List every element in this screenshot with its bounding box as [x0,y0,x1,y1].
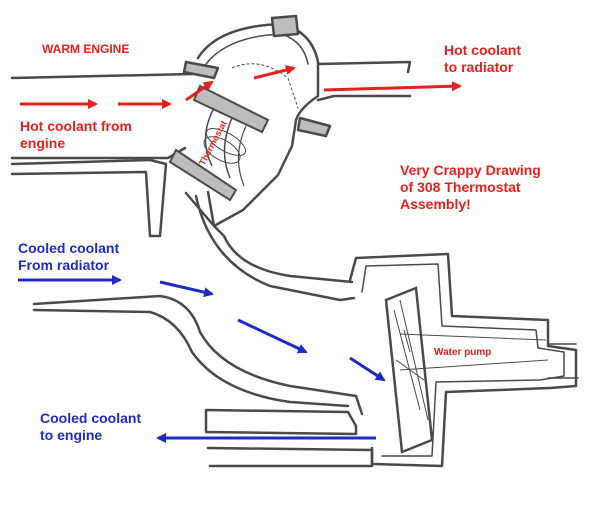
thermostat-housing [184,22,320,228]
hot-arrow-5 [323,81,462,92]
warm-engine-label: WARM ENGINE [42,42,130,56]
hot-to-radiator-line-1: Hot coolant [444,42,521,58]
cooled-to-engine-label: Cooled coolant to engine [40,410,141,444]
lower-pipe-stub [10,158,168,238]
caption-line-1: Very Crappy Drawing [400,162,541,178]
cooled-to-engine-line-2: to engine [40,427,103,443]
cooled-from-radiator-label: Cooled coolant From radiator [18,240,119,274]
hot-from-engine-line-2: engine [20,135,66,151]
outlet-to-engine-pipe-lower [206,446,374,468]
water-pump-label: Water pump [434,347,492,358]
cool-flow-arrows [18,275,386,443]
pump-shaft [547,343,579,379]
return-pipe-top-wall [32,294,364,416]
outlet-pipe-top-wall [316,60,412,74]
cooled-to-engine-line-1: Cooled coolant [40,410,142,426]
water-pump-inner-wall [361,263,565,457]
caption-line-3: Assembly! [400,196,471,212]
cool-arrow-2 [159,280,214,298]
thermostat-element [168,63,299,202]
thermostat-label: Thermostat [197,119,229,167]
inlet-flange [182,60,220,80]
cool-arrow-3 [237,318,308,354]
hot-to-radiator-line-2: to radiator [444,59,514,75]
hose-left-wall [194,194,356,302]
inlet-pipe-top-wall [10,66,214,80]
outlet-pipe-bottom-wall [316,94,412,102]
housing-cap [270,14,300,38]
hot-from-engine-label: Hot coolant from engine [20,118,132,152]
water-pump-impeller [384,286,549,454]
caption-line-2: of 308 Thermostat [400,179,521,195]
return-pipe-bottom-wall [32,308,350,408]
cooled-from-radiator-line-2: From radiator [18,257,110,273]
hot-arrow-4 [253,65,296,80]
water-pump-housing [348,252,578,468]
hot-to-radiator-label: Hot coolant to radiator [444,42,521,76]
cooled-from-radiator-line-1: Cooled coolant [18,240,120,256]
drawing-caption: Very Crappy Drawing of 308 Thermostat As… [400,162,541,213]
hot-arrow-3 [185,80,214,102]
outlet-to-engine-pipe [204,408,358,436]
cool-arrow-4 [349,356,386,382]
hose-right-wall [206,190,354,284]
hot-flow-arrows [20,65,462,109]
housing-inner-wall [205,33,309,65]
hot-from-engine-line-1: Hot coolant from [20,118,132,134]
outlet-flange [296,116,332,138]
